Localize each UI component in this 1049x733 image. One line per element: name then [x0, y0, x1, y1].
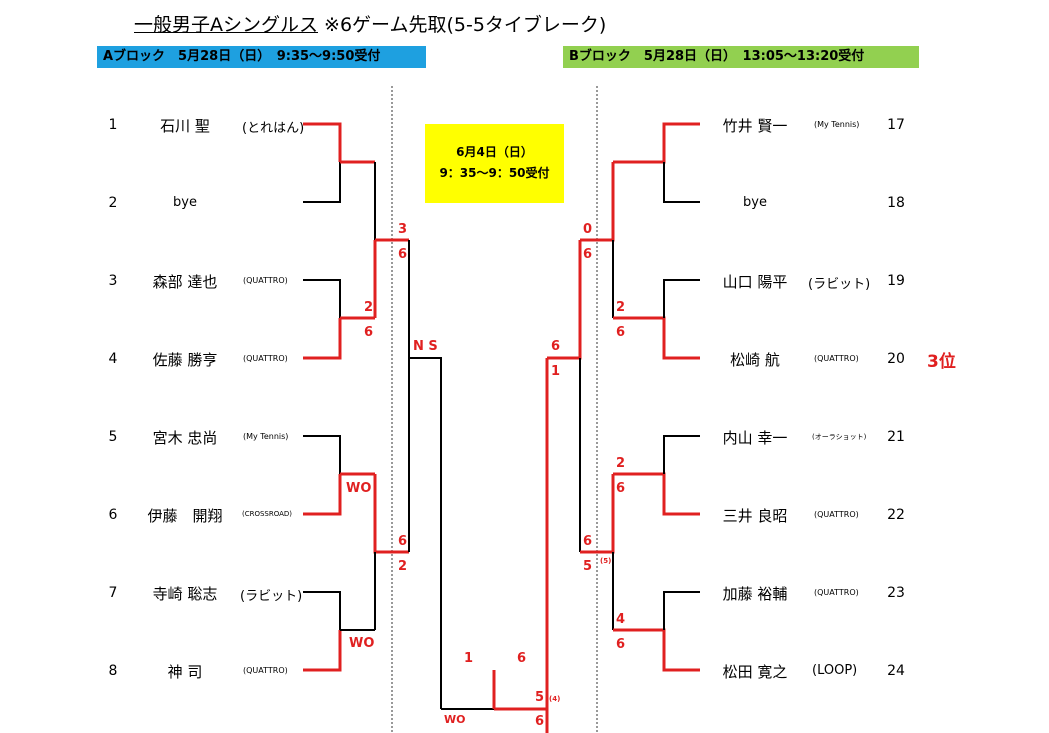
player-name: 内山 幸一	[722, 429, 788, 447]
player-name: 神 司	[167, 663, 203, 681]
block-a-header: Aブロック 5月28日（日） 9:35～9:50受付	[97, 46, 426, 68]
player-team: (QUATTRO)	[814, 588, 859, 597]
score-label: 6	[517, 651, 527, 666]
score-label: 3	[398, 222, 408, 237]
seed-number: 19	[887, 273, 905, 289]
seed-number: 18	[887, 195, 905, 211]
seed-number: 1	[108, 117, 118, 133]
player-name: 佐藤 勝亨	[152, 351, 218, 369]
player-team: (My Tennis)	[814, 120, 860, 129]
score-label: 6	[583, 247, 593, 262]
score-label: N S	[413, 339, 438, 354]
player-team: (LOOP)	[812, 663, 858, 678]
player-name: 松田 寛之	[722, 663, 788, 681]
score-label: 2	[616, 300, 626, 315]
seed-number: 7	[108, 585, 118, 601]
score-label: 1	[464, 651, 474, 666]
page-title: 一般男子Aシングルス ※6ゲーム先取(5-5タイブレーク)	[134, 10, 606, 37]
seed-number: 3	[108, 273, 118, 289]
player-team: (QUATTRO)	[243, 666, 288, 675]
seed-number: 24	[887, 663, 905, 679]
player-name: bye	[173, 195, 197, 210]
player-name: 三井 良昭	[722, 507, 788, 525]
score-label: 6	[398, 247, 408, 262]
block-b-header: Bブロック 5月28日（日） 13:05～13:20受付	[563, 46, 919, 68]
player-team: (My Tennis)	[243, 432, 289, 441]
score-label: WO	[346, 481, 372, 496]
score-label: 4	[616, 612, 626, 627]
score-label: 2	[616, 456, 626, 471]
player-team: (ラビット)	[808, 277, 871, 292]
player-name: bye	[743, 195, 767, 210]
final-notice: 6月4日（日） 9：35～9：50受付	[425, 124, 564, 203]
seed-number: 5	[108, 429, 118, 445]
seed-number: 8	[108, 663, 118, 679]
score-label: 6	[616, 481, 626, 496]
seed-number: 21	[887, 429, 905, 445]
player-team: (オーラショット)	[812, 433, 867, 441]
title-main: 一般男子Aシングルス	[134, 14, 318, 36]
final-notice-time: 9：35～9：50受付	[439, 166, 550, 180]
score-label: 1	[551, 364, 561, 379]
seed-number: 23	[887, 585, 905, 601]
final-notice-date: 6月4日（日）	[456, 145, 533, 159]
title-note: ※6ゲーム先取(5-5タイブレーク)	[324, 14, 607, 36]
score-label: 2	[398, 559, 408, 574]
player-team: (ラビット)	[240, 589, 303, 604]
tiebreak-label: (5)	[600, 557, 612, 565]
score-label: 6	[364, 325, 374, 340]
player-team: (とれはん)	[242, 121, 305, 136]
player-name: 石川 聖	[160, 117, 210, 135]
player-name: 森部 達也	[152, 273, 218, 291]
score-label: 0	[583, 222, 593, 237]
player-name: 宮木 忠尚	[152, 429, 218, 447]
tiebreak-label: (4)	[549, 695, 561, 703]
player-team: (QUATTRO)	[243, 354, 288, 363]
score-label: WO	[349, 636, 375, 651]
player-name: 寺崎 聡志	[152, 585, 218, 603]
player-team: (QUATTRO)	[814, 354, 859, 363]
seed-number: 2	[108, 195, 118, 211]
score-label: 6	[551, 339, 561, 354]
score-label: 2	[364, 300, 374, 315]
score-label: 6	[616, 637, 626, 652]
third-place-label: 3位	[927, 352, 956, 372]
score-label: 5	[583, 559, 593, 574]
score-label: 6	[398, 534, 408, 549]
score-label: 5	[535, 690, 545, 705]
player-team: (QUATTRO)	[243, 276, 288, 285]
seed-number: 6	[108, 507, 118, 523]
player-team: (CROSSROAD)	[242, 510, 293, 518]
player-name: 伊藤 開翔	[147, 507, 223, 525]
score-label: 6	[616, 325, 626, 340]
player-name: 山口 陽平	[722, 273, 788, 291]
seed-number: 17	[887, 117, 905, 133]
score-label: WO	[444, 713, 466, 726]
seed-number: 20	[887, 351, 905, 367]
player-team: (QUATTRO)	[814, 510, 859, 519]
score-label: 6	[583, 534, 593, 549]
seed-number: 4	[108, 351, 118, 367]
seed-number: 22	[887, 507, 905, 523]
player-name: 加藤 裕輔	[722, 585, 788, 603]
score-label: 6	[535, 714, 545, 729]
player-name: 松崎 航	[730, 351, 780, 369]
player-name: 竹井 賢一	[722, 117, 788, 135]
